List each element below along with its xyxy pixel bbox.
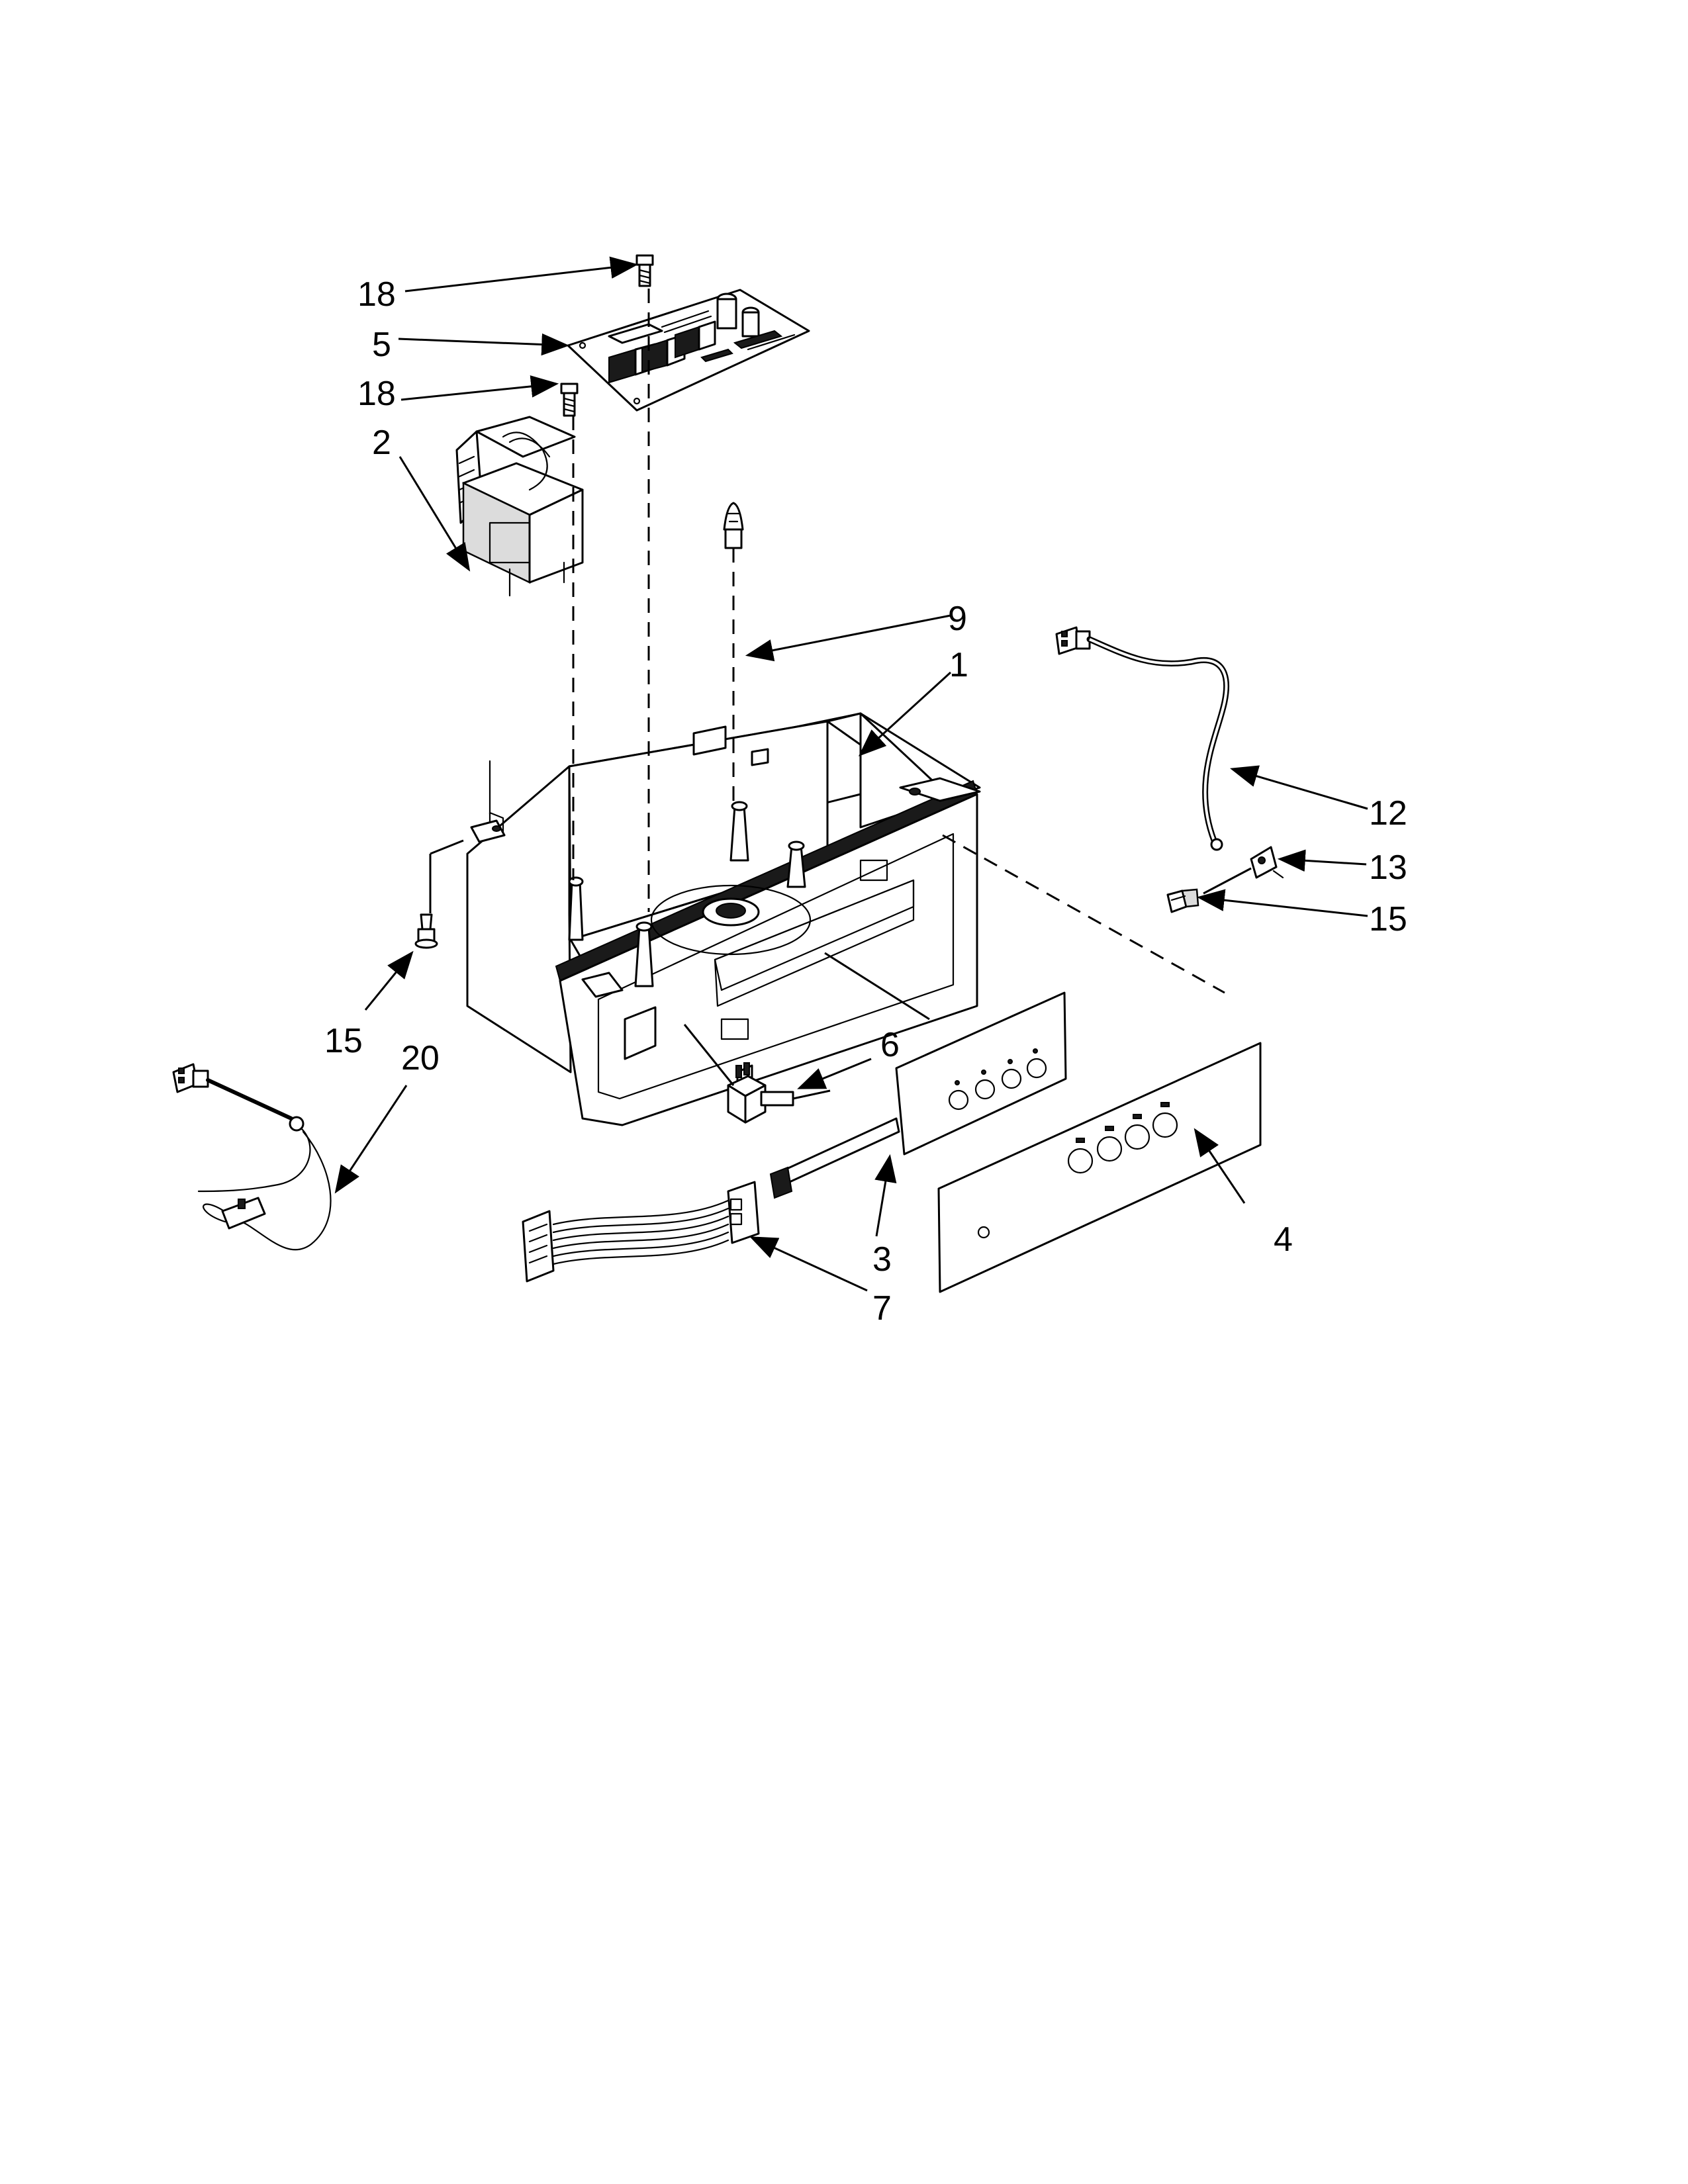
callout-13: 13 — [1369, 848, 1407, 887]
callout-1: 1 — [949, 646, 968, 684]
membrane-switch-part-3 — [769, 991, 1067, 1199]
leader-15-left — [364, 950, 414, 1011]
leader-5 — [398, 333, 570, 356]
callout-18-lower: 18 — [357, 375, 396, 413]
leader-18-lower — [400, 375, 559, 401]
switch-part-6 — [727, 1062, 794, 1124]
control-board-part-5 — [567, 289, 810, 412]
bracket-part-13 — [1250, 846, 1284, 879]
callout-4: 4 — [1274, 1220, 1293, 1259]
leader-13 — [1277, 849, 1367, 872]
callout-20: 20 — [401, 1039, 440, 1077]
transformer-part-2 — [455, 416, 584, 597]
leader-2 — [399, 456, 471, 572]
screw-part-18-lower — [560, 383, 579, 417]
housing-part-1 — [466, 712, 981, 1126]
callout-18-top: 18 — [357, 275, 396, 314]
sensor-wire-part-20 — [172, 1063, 332, 1251]
screw-part-18-top — [635, 254, 654, 287]
callout-3: 3 — [872, 1240, 892, 1279]
leader-12 — [1229, 765, 1368, 810]
leader-3 — [874, 1154, 897, 1237]
leader-20 — [334, 1085, 408, 1194]
lamp-part-9 — [723, 502, 744, 549]
leader-7 — [749, 1236, 868, 1292]
assembly-line-switch-cavity — [683, 1024, 735, 1086]
callout-12: 12 — [1369, 794, 1407, 833]
screw-part-15-right — [1166, 888, 1199, 913]
callout-7: 7 — [872, 1289, 892, 1328]
callout-15-right: 15 — [1369, 900, 1407, 938]
assembly-line-screw-left-2 — [430, 839, 464, 855]
callout-6: 6 — [880, 1026, 900, 1064]
leader-18-top — [404, 256, 639, 293]
callout-15-left: 15 — [324, 1022, 363, 1060]
leader-9 — [745, 614, 951, 662]
callout-5: 5 — [372, 326, 391, 364]
screw-part-15-left — [414, 913, 438, 949]
leader-6 — [797, 1058, 872, 1089]
control-panel-part-4 — [937, 1042, 1262, 1293]
wire-part-12 — [1055, 626, 1230, 851]
assembly-line-switch — [792, 1089, 831, 1100]
leader-1 — [858, 671, 952, 756]
callout-9: 9 — [948, 600, 967, 638]
assembly-line-screw-right — [1203, 867, 1252, 895]
callout-2: 2 — [372, 424, 391, 462]
assembly-line-window — [824, 952, 930, 1021]
wire-harness-part-7 — [522, 1181, 760, 1283]
leader-4 — [1194, 1128, 1246, 1204]
assembly-line-panel — [942, 834, 1225, 994]
leader-15-right — [1196, 889, 1368, 917]
